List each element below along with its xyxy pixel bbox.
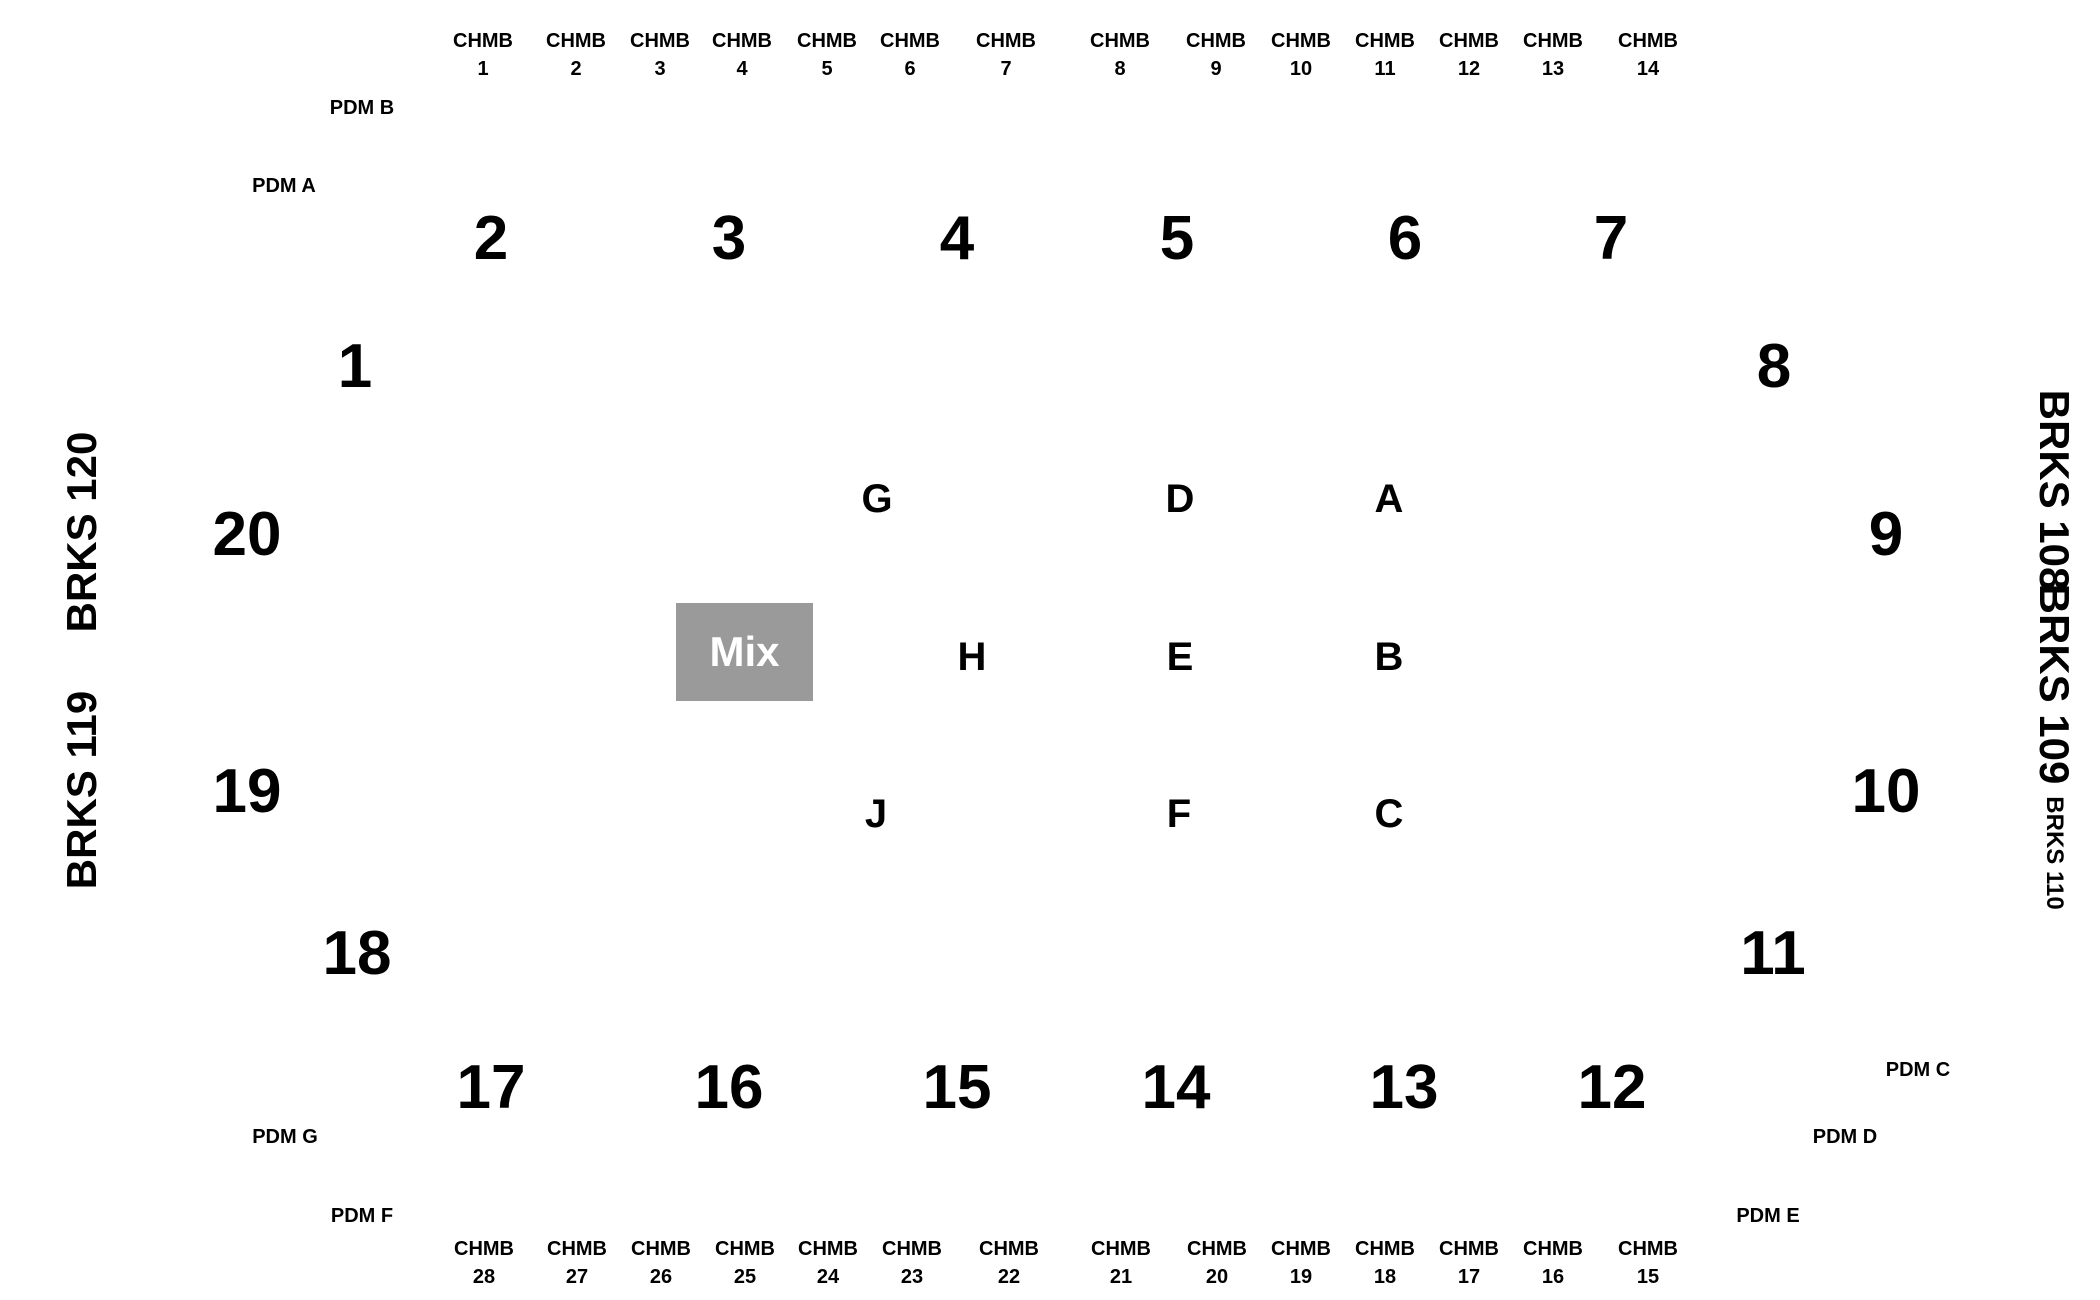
position-11: 11 [1740, 919, 1806, 988]
pdm-e-label: PDM E [1736, 1205, 1800, 1227]
position-17: 17 [456, 1053, 526, 1122]
position-12: 12 [1577, 1053, 1647, 1122]
position-1: 1 [337, 332, 373, 401]
zone-d: D [1165, 477, 1195, 521]
pdm-a-label: PDM A [252, 175, 316, 197]
position-4: 4 [939, 204, 975, 273]
position-10: 10 [1851, 757, 1921, 826]
position-2: 2 [473, 204, 509, 273]
position-6: 6 [1387, 204, 1423, 273]
zone-a: A [1374, 477, 1404, 521]
position-20: 20 [212, 500, 282, 569]
pdm-f-label: PDM F [330, 1205, 394, 1227]
pdm-c-label: PDM C [1885, 1059, 1951, 1081]
brks-120-label: BRKS 120 [58, 431, 105, 633]
position-13: 13 [1369, 1053, 1439, 1122]
mix-position: Mix [676, 603, 813, 701]
mix-label: Mix [709, 628, 780, 675]
zone-e: E [1166, 635, 1194, 679]
position-15: 15 [922, 1053, 992, 1122]
zone-f: F [1166, 792, 1192, 836]
brks-119-label: BRKS 119 [58, 690, 105, 890]
pdm-b-label: PDM B [329, 97, 395, 119]
zone-b: B [1374, 635, 1404, 679]
position-18: 18 [322, 919, 392, 988]
position-9: 9 [1868, 500, 1904, 569]
position-19: 19 [212, 757, 282, 826]
zone-c: C [1374, 792, 1404, 836]
position-5: 5 [1159, 204, 1195, 273]
brks-109-label: BRKS 109 [2031, 583, 2078, 785]
position-7: 7 [1593, 204, 1629, 273]
zone-j: J [864, 792, 888, 836]
position-16: 16 [694, 1053, 764, 1122]
brks-108-label: BRKS 108 [2031, 389, 2078, 591]
position-3: 3 [711, 204, 747, 273]
pdm-g-label: PDM G [252, 1126, 318, 1148]
brks-110-label: BRKS 110 [2041, 796, 2068, 910]
pdm-d-label: PDM D [1812, 1126, 1878, 1148]
position-8: 8 [1756, 332, 1792, 401]
zone-g: G [861, 477, 893, 521]
position-14: 14 [1141, 1053, 1211, 1122]
zone-h: H [957, 635, 987, 679]
